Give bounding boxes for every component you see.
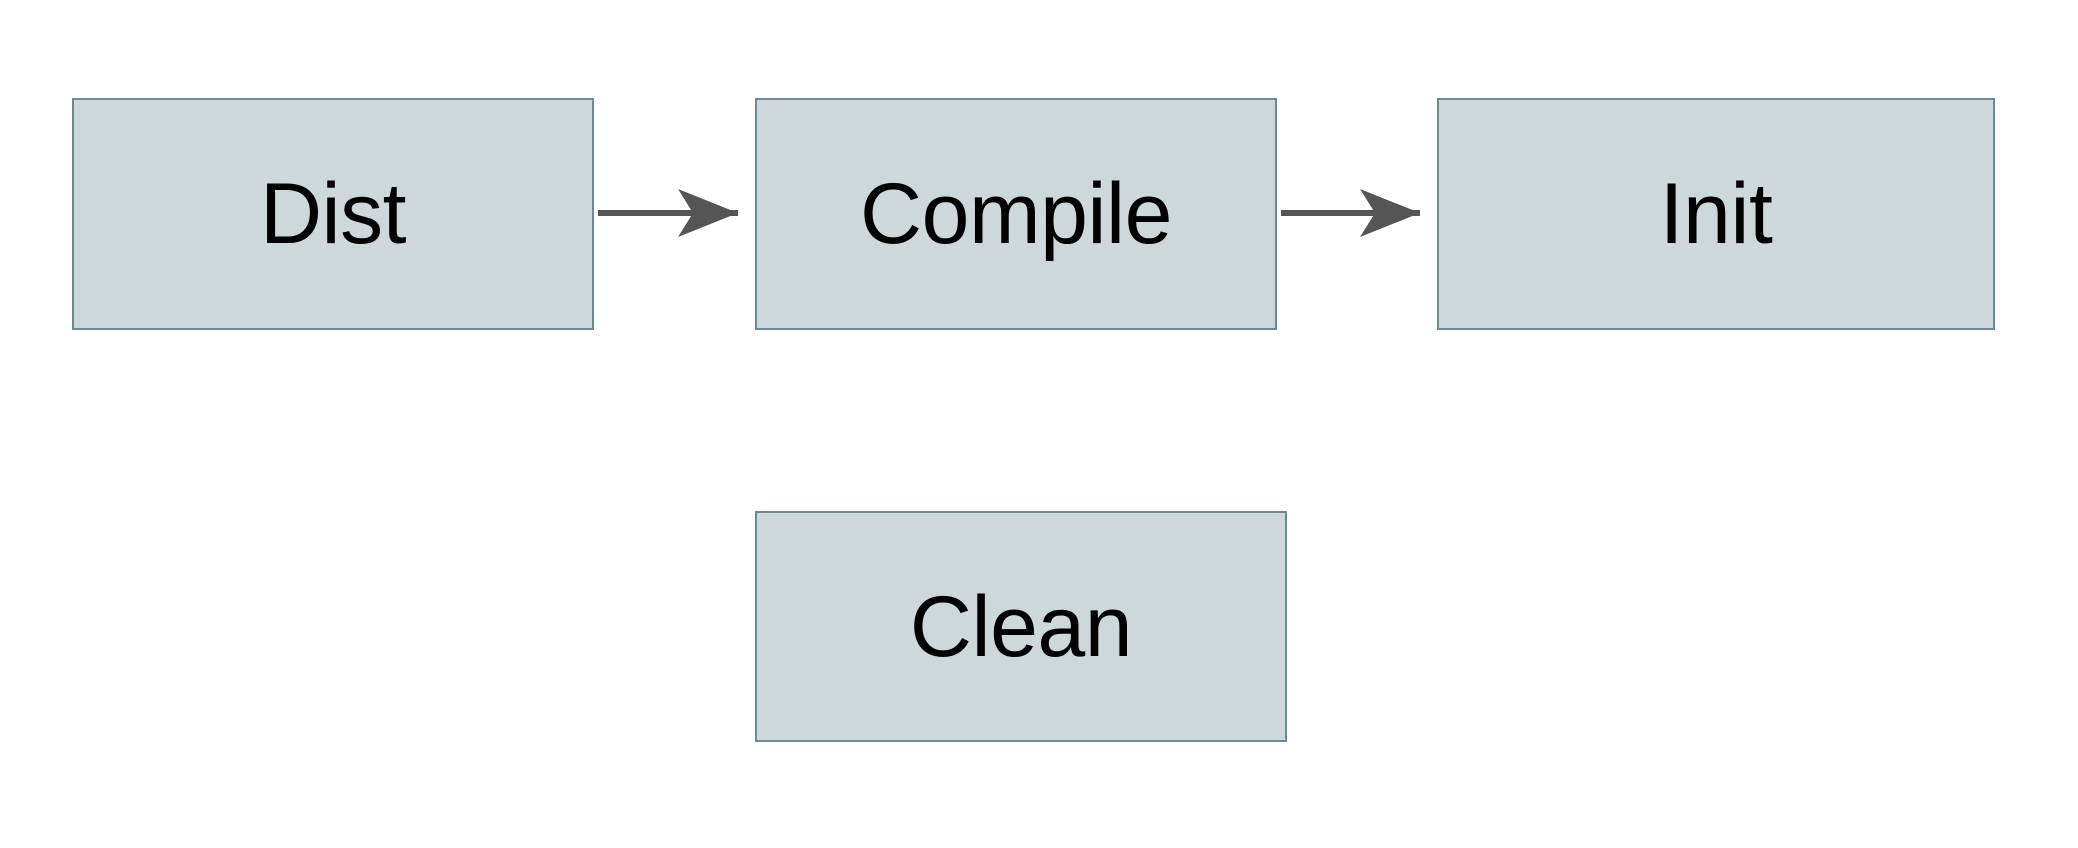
node-init[interactable]: Init — [1437, 98, 1995, 330]
node-dist[interactable]: Dist — [72, 98, 594, 330]
node-compile[interactable]: Compile — [755, 98, 1277, 330]
node-compile-label: Compile — [860, 166, 1172, 262]
node-clean[interactable]: Clean — [755, 511, 1287, 742]
node-dist-label: Dist — [259, 166, 407, 262]
node-clean-label: Clean — [909, 578, 1133, 675]
node-init-label: Init — [1659, 166, 1773, 262]
